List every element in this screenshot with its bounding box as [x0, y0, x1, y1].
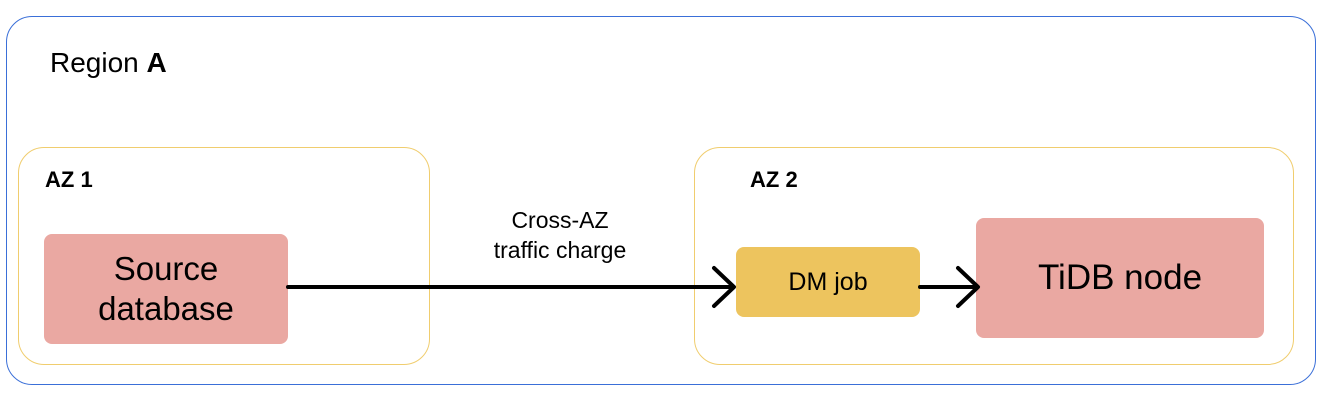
source-database-label: Source database [98, 250, 234, 327]
az1-label: AZ 1 [45, 167, 93, 192]
source-to-dm-arrow [286, 266, 736, 308]
edge-label-line2: traffic charge [493, 237, 627, 263]
az2-boundary [694, 147, 1294, 365]
dm-job-label: DM job [788, 267, 868, 296]
cross-az-edge-label: Cross-AZ traffic charge [460, 205, 660, 265]
tidb-node: TiDB node [976, 218, 1264, 338]
region-title: Region A [50, 46, 167, 80]
source-to-dm-arrow-head [712, 266, 736, 308]
source-database-node: Source database [44, 234, 288, 344]
region-label-prefix: Region [50, 47, 139, 78]
dm-to-tidb-arrow [918, 266, 980, 308]
edge-label-line1: Cross-AZ [511, 207, 609, 233]
dm-to-tidb-arrow-head [956, 266, 980, 308]
region-label-emphasis: A [146, 47, 167, 78]
az1-boundary [18, 147, 430, 365]
dm-job-node: DM job [736, 247, 920, 317]
az2-label: AZ 2 [750, 167, 798, 192]
region-a-boundary [6, 16, 1316, 385]
tidb-node-label: TiDB node [1037, 258, 1203, 297]
